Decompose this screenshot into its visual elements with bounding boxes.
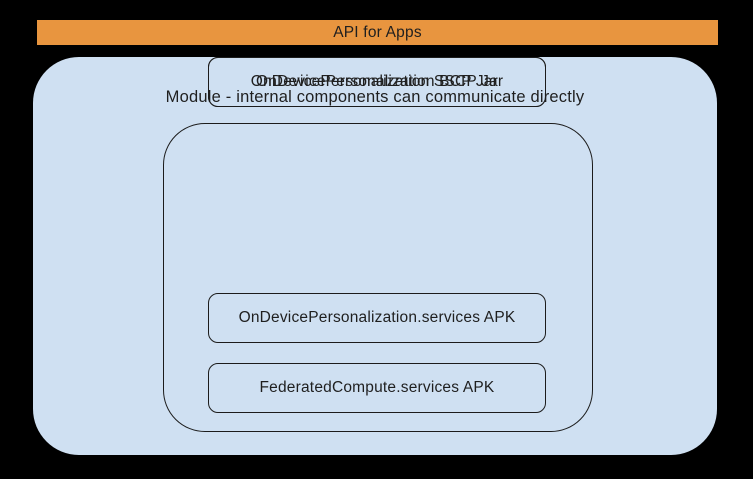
module-title: Module - internal components can communi…: [165, 88, 585, 106]
api-for-apps-label: API for Apps: [333, 23, 422, 41]
component-box-federatedcompute-services-apk: FederatedCompute.services APK: [208, 363, 546, 413]
component-box-ondevicepersonalization-sscp-jar: OnDevicePersonalization SSCP Jar: [208, 57, 546, 107]
component-label: FederatedCompute.services APK: [259, 379, 495, 396]
component-box-ondevicepersonalization-services-apk: OnDevicePersonalization.services APK: [208, 293, 546, 343]
api-for-apps-banner: API for Apps: [37, 20, 718, 45]
component-label: OnDevicePersonalization BCP Jar: [256, 73, 498, 90]
module-container: Module - internal components can communi…: [33, 57, 717, 455]
component-label: OnDevicePersonalization.services APK: [238, 309, 516, 326]
component-label: OnDevicePersonalization SSCP Jar: [250, 73, 504, 90]
module-inner-group: [163, 123, 593, 432]
